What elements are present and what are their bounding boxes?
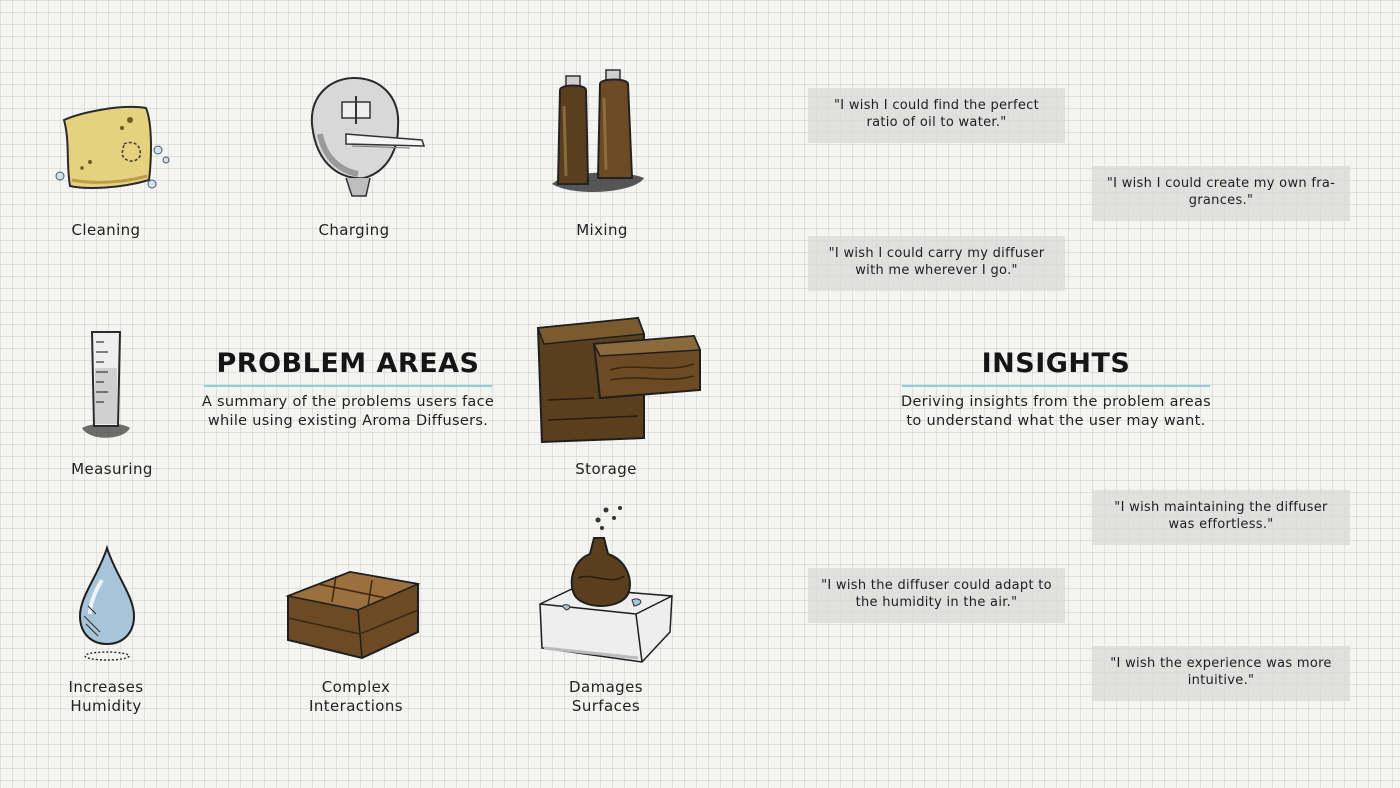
measuring-cylinder-icon: [78, 328, 134, 444]
insights-rule: [902, 385, 1210, 387]
label-damages-surfaces: Damages Surfaces: [569, 678, 643, 715]
damaged-surface-icon: [538, 498, 676, 664]
problem-areas-rule: [204, 385, 492, 387]
insight-quote-own-fragrances: "I wish I could create my own fra-grance…: [1092, 166, 1350, 221]
problem-areas-subtitle: A summary of the problems users face whi…: [201, 394, 495, 429]
problem-areas-title: PROBLEM AREAS: [216, 348, 480, 379]
insights-title: INSIGHTS: [981, 348, 1131, 379]
label-mixing: Mixing: [576, 221, 628, 239]
storage-drawer-icon: [534, 314, 704, 444]
label-charging: Charging: [318, 221, 390, 239]
insight-quote-carry-diffuser: "I wish I could carry my diffuser with m…: [808, 236, 1065, 291]
label-storage: Storage: [575, 460, 637, 478]
label-cleaning: Cleaning: [71, 221, 141, 239]
push-buttons-icon: [284, 566, 422, 662]
mixing-bottles-icon: [546, 66, 650, 200]
charging-plug-icon: [302, 74, 434, 200]
label-increases-humidity: Increases Humidity: [68, 678, 144, 715]
insight-quote-intuitive-experience: "I wish the experience was more intuitiv…: [1092, 646, 1350, 701]
label-measuring: Measuring: [71, 460, 153, 478]
cleaning-sponge-icon: [52, 100, 174, 195]
humidity-drop-icon: [74, 544, 140, 662]
insight-quote-perfect-ratio: "I wish I could find the perfect ratio o…: [808, 88, 1065, 143]
insight-quote-effortless-maintenance: "I wish maintaining the diffuser was eff…: [1092, 490, 1350, 545]
problem-areas-heading: PROBLEM AREAS A summary of the problems …: [198, 347, 498, 431]
insights-subtitle: Deriving insights from the problem areas…: [901, 394, 1211, 429]
insight-quote-adapt-humidity: "I wish the diffuser could adapt to the …: [808, 568, 1065, 623]
insights-heading: INSIGHTS Deriving insights from the prob…: [900, 347, 1212, 431]
label-complex-interactions: Complex Interactions: [309, 678, 403, 715]
